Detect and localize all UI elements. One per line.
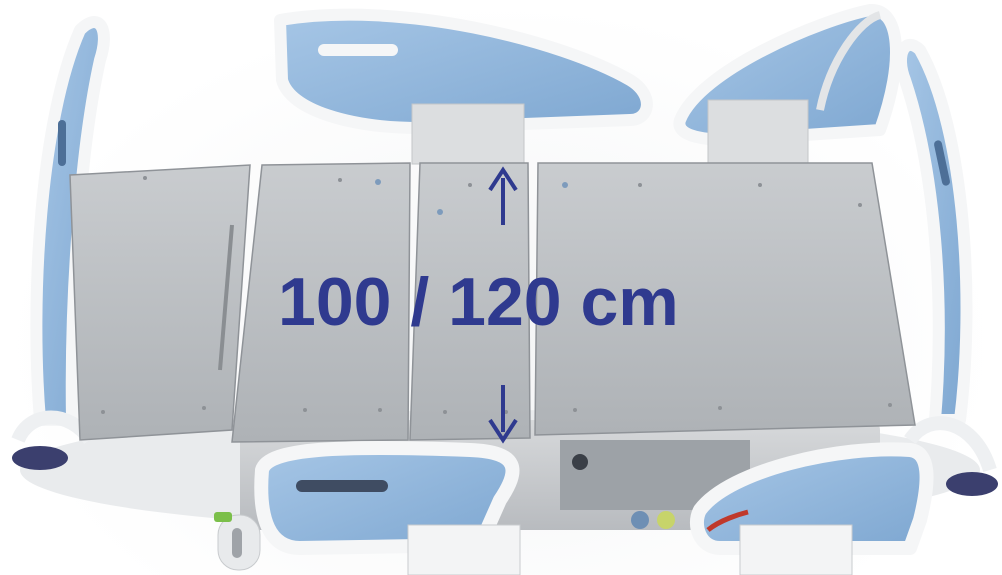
right-end-rail [895,38,998,496]
arrow-up-icon [488,166,518,225]
back-side-rail-right [673,4,902,165]
back-side-rail-left [274,8,653,165]
front-side-rail-right [689,442,934,575]
front-side-rail-left [254,440,521,575]
arrow-down-icon [488,385,518,444]
bed-width-label: 100 / 120 cm [278,264,679,340]
mattress-deck [69,162,916,443]
caster-wheel [214,512,261,571]
